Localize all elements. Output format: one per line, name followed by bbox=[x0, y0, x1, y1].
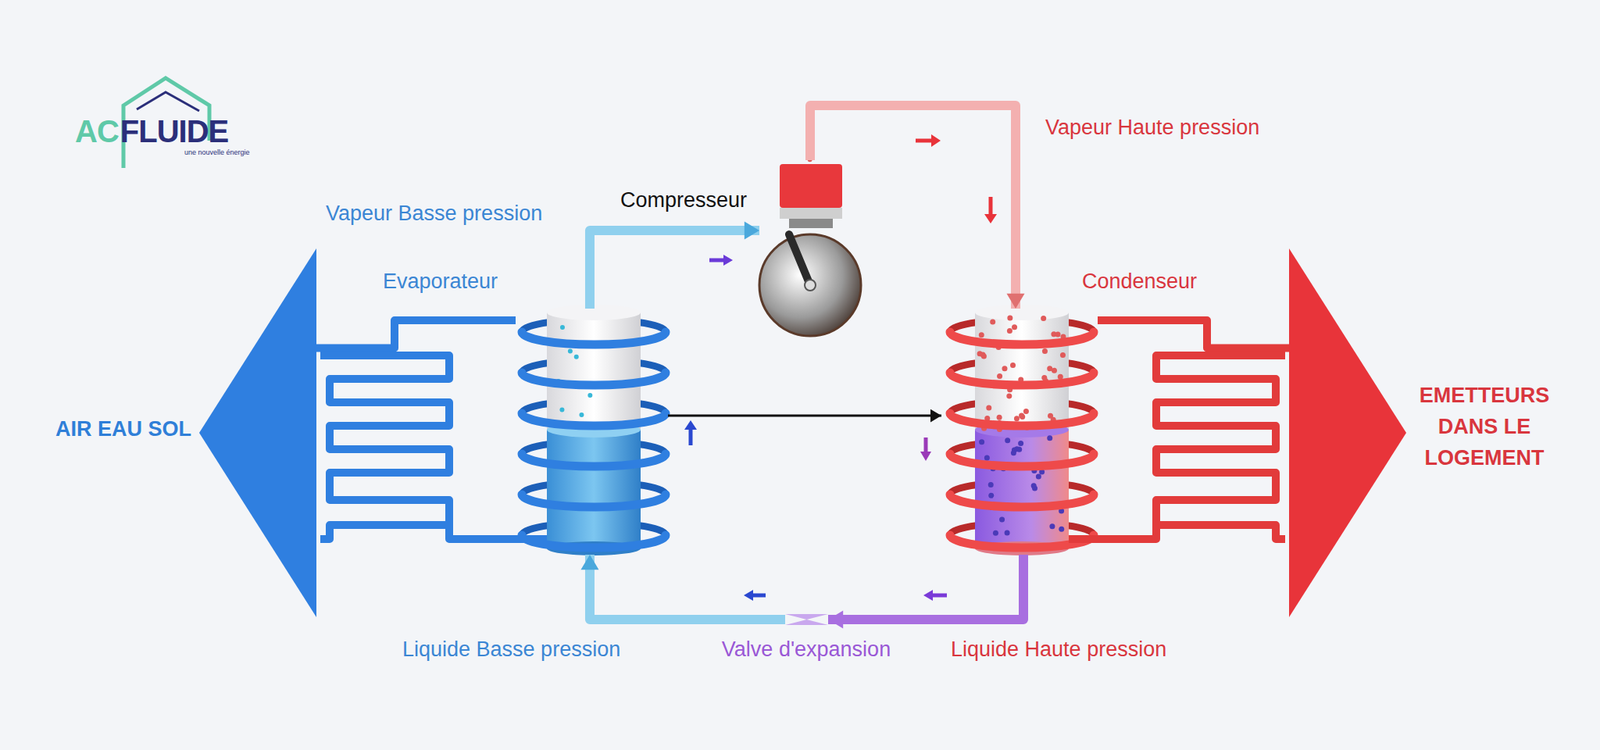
node-shape bbox=[1289, 248, 1407, 618]
pipe-connector bbox=[810, 105, 1025, 309]
emitters-triangle: EMETTEURS DANS LE LOGEMENT bbox=[1289, 248, 1407, 618]
pipe-connector bbox=[1097, 320, 1290, 348]
evaporator-coil: Evaporateur bbox=[515, 308, 668, 555]
pipe-connector bbox=[580, 554, 786, 620]
node-label: EMETTEURS DANS LE LOGEMENT bbox=[1414, 379, 1555, 474]
node-label: Evaporateur bbox=[382, 269, 498, 294]
pipe-connector bbox=[828, 554, 1024, 629]
pipe-connector bbox=[316, 320, 516, 348]
compressor: Compresseur bbox=[759, 160, 861, 336]
pipe-connector bbox=[589, 221, 760, 309]
pipe-label: Liquide Basse pression bbox=[402, 637, 621, 662]
pipe-label: Liquide Haute pression bbox=[950, 637, 1167, 662]
condenser-coil: Condenseur bbox=[941, 308, 1098, 555]
logo-text: FLUIDE bbox=[120, 114, 229, 150]
pipe-label: Vapeur Haute pression bbox=[1045, 115, 1260, 140]
expansion-valve: Valve d'expansion bbox=[785, 610, 829, 629]
source-triangle: AIR EAU SOL bbox=[199, 248, 317, 618]
node-shape bbox=[199, 248, 317, 618]
node-label: Condenseur bbox=[1082, 269, 1197, 294]
logo-text: AC bbox=[75, 114, 119, 150]
pipe-label: Vapeur Basse pression bbox=[325, 201, 543, 226]
node-label: Valve d'expansion bbox=[721, 637, 891, 662]
pipe-connector bbox=[667, 409, 942, 423]
node-shape bbox=[785, 610, 829, 629]
node-label: AIR EAU SOL bbox=[42, 417, 192, 442]
node-label: Compresseur bbox=[620, 188, 747, 213]
logo-tagline: une nouvelle énergie bbox=[184, 148, 250, 157]
